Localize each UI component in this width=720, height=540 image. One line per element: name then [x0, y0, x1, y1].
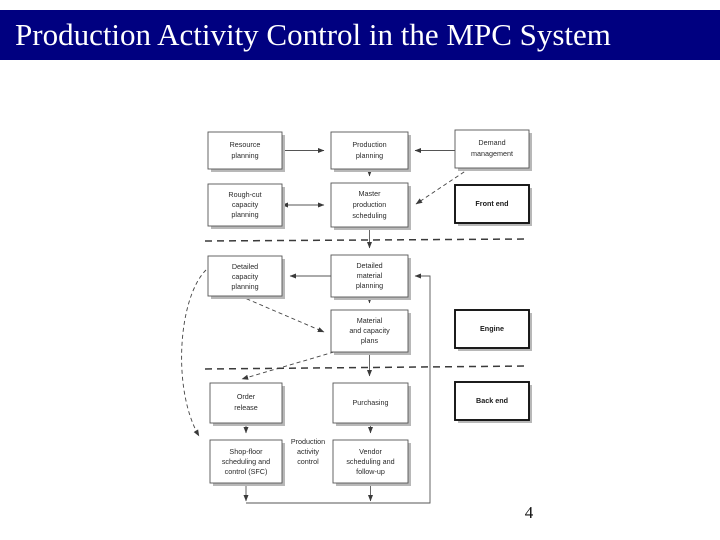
- node-order-release-line-2: release: [234, 403, 258, 412]
- node-order-release[interactable]: Order release: [209, 382, 285, 426]
- node-production-planning-line-2: planning: [356, 151, 383, 160]
- node-detailed-capacity-planning[interactable]: Detailed capacity planning: [207, 255, 285, 299]
- node-layer: Resource planning Production planning De…: [207, 129, 532, 486]
- divider-layer: [204, 238, 530, 370]
- node-detailed-capacity-planning-line-2: capacity: [232, 272, 259, 281]
- production-activity-control-line-3: control: [297, 457, 319, 466]
- node-material-and-capacity-plans-line-3: plans: [361, 336, 379, 345]
- production-activity-control-line-1: Production: [291, 437, 325, 446]
- edge-detailed-capacity-planning-to-shop-floor-scheduling: [181, 269, 207, 437]
- node-front-end[interactable]: Front end: [454, 184, 532, 226]
- production-activity-control-line-2: activity: [297, 447, 319, 456]
- node-order-release-line-1: Order: [237, 392, 256, 401]
- node-production-planning[interactable]: Production planning: [330, 131, 411, 172]
- page-number: 4: [524, 503, 534, 522]
- node-vendor-line-1: Vendor: [359, 447, 382, 456]
- node-shop-floor-line-2: scheduling and: [222, 457, 270, 466]
- node-front-end-label: Front end: [475, 199, 508, 208]
- node-vendor-line-2: scheduling and: [346, 457, 394, 466]
- front-end-engine-divider: [204, 238, 530, 242]
- node-detailed-capacity-planning-line-3: planning: [231, 282, 258, 291]
- node-detailed-material-planning-line-2: material: [357, 271, 383, 280]
- node-demand-management-line-1: Demand: [478, 138, 505, 147]
- node-purchasing-label: Purchasing: [353, 398, 389, 407]
- node-shop-floor-scheduling-and-control[interactable]: Shop-floor scheduling and control (SFC): [209, 439, 285, 486]
- flowchart-svg: Resource planning Production planning De…: [181, 129, 532, 504]
- node-detailed-capacity-planning-line-1: Detailed: [232, 262, 258, 271]
- label-production-activity-control: Production activity control: [291, 437, 325, 466]
- node-master-production-scheduling[interactable]: Master production scheduling: [330, 182, 411, 230]
- node-master-production-scheduling-line-3: scheduling: [352, 211, 386, 220]
- node-detailed-material-planning-line-3: planning: [356, 281, 383, 290]
- node-material-and-capacity-plans-line-1: Material: [357, 316, 383, 325]
- node-rough-cut-capacity-planning[interactable]: Rough-cut capacity planning: [207, 183, 285, 229]
- node-material-and-capacity-plans-line-2: and capacity: [349, 326, 390, 335]
- node-shop-floor-line-3: control (SFC): [225, 467, 268, 476]
- node-engine-label: Engine: [480, 324, 504, 333]
- node-demand-management[interactable]: Demand management: [454, 129, 532, 171]
- node-engine[interactable]: Engine: [454, 309, 532, 351]
- node-back-end[interactable]: Back end: [454, 381, 532, 423]
- title-bar: [0, 10, 720, 60]
- node-vendor-line-3: follow-up: [356, 467, 385, 476]
- edge-demand-management-to-master-production-scheduling: [415, 167, 471, 205]
- node-detailed-material-planning[interactable]: Detailed material planning: [330, 254, 411, 300]
- edge-material-and-capacity-plans-to-order-release: [241, 351, 335, 380]
- node-rough-cut-capacity-planning-line-2: capacity: [232, 200, 259, 209]
- node-resource-planning-line-1: Resource: [230, 140, 261, 149]
- node-production-planning-line-1: Production: [352, 140, 386, 149]
- node-master-production-scheduling-line-2: production: [353, 200, 387, 209]
- node-material-and-capacity-plans[interactable]: Material and capacity plans: [330, 309, 411, 355]
- node-back-end-label: Back end: [476, 396, 508, 405]
- node-rough-cut-capacity-planning-line-3: planning: [231, 210, 258, 219]
- engine-back-end-divider: [204, 365, 530, 370]
- node-purchasing[interactable]: Purchasing: [332, 382, 411, 426]
- node-resource-planning[interactable]: Resource planning: [207, 131, 285, 172]
- mpc-flowchart-diagram: Resource planning Production planning De…: [0, 60, 720, 540]
- node-resource-planning-line-2: planning: [231, 151, 258, 160]
- node-master-production-scheduling-line-1: Master: [359, 189, 382, 198]
- node-demand-management-line-2: management: [471, 149, 513, 158]
- edge-detailed-capacity-planning-to-material-and-capacity-plans: [239, 295, 325, 333]
- node-rough-cut-capacity-planning-line-1: Rough-cut: [228, 190, 261, 199]
- page-title: Production Activity Control in the MPC S…: [15, 17, 611, 52]
- node-shop-floor-line-1: Shop-floor: [229, 447, 263, 456]
- node-vendor-scheduling-and-follow-up[interactable]: Vendor scheduling and follow-up: [332, 439, 411, 486]
- node-detailed-material-planning-line-1: Detailed: [356, 261, 382, 270]
